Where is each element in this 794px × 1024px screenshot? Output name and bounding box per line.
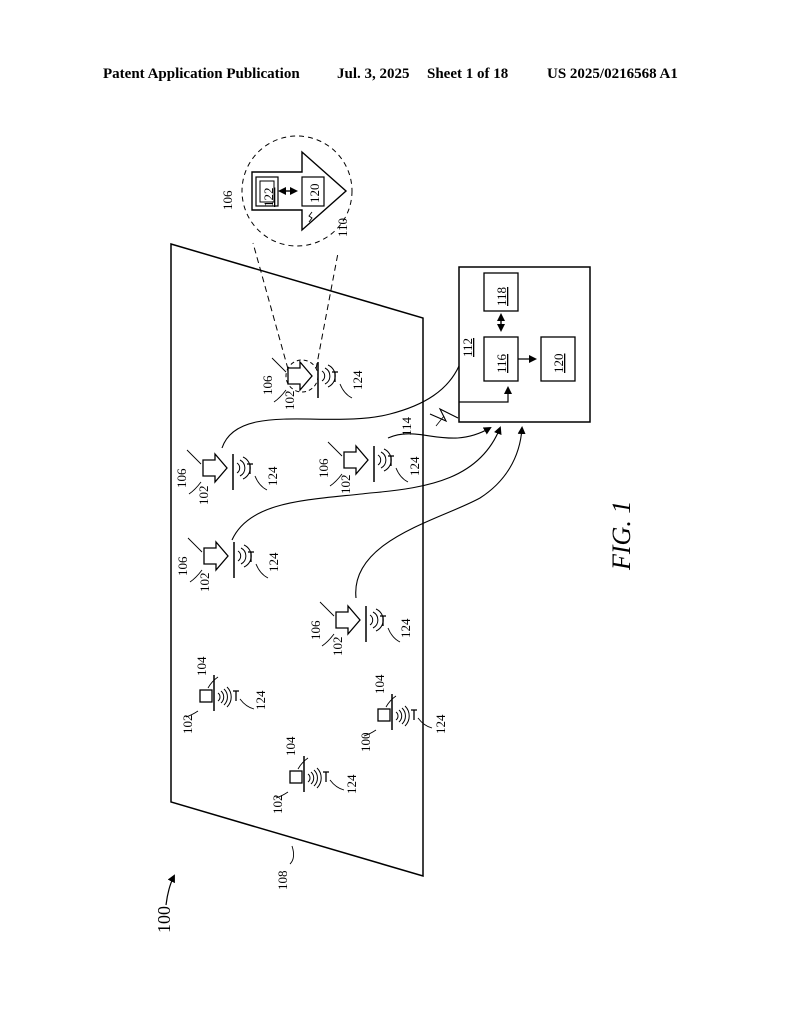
- figure-caption: FIG. 1: [607, 501, 636, 571]
- label-signal-124-c: 124: [266, 552, 281, 572]
- page-header: Patent Application Publication Jul. 3, 2…: [0, 66, 794, 88]
- label-node-102-b: 102: [338, 475, 353, 495]
- label-detail-110: 110: [335, 218, 350, 237]
- label-alt-node-100: 100: [358, 733, 373, 753]
- object-unit-right: [363, 693, 433, 737]
- label-signal-124-b: 124: [407, 456, 422, 476]
- object-unit-bottom: [275, 755, 345, 799]
- label-component-122: 122: [261, 188, 276, 208]
- label-object-104-b: 104: [372, 674, 387, 694]
- label-node-102-c: 102: [197, 573, 212, 593]
- label-link-114: 114: [399, 416, 414, 436]
- label-signal-124-top: 124: [350, 370, 365, 390]
- label-asset-106-detail: 106: [220, 190, 235, 210]
- monitored-area: [170, 242, 424, 878]
- label-asset-106-a: 106: [174, 468, 189, 488]
- label-asset-106-c: 106: [175, 556, 190, 576]
- object-unit-left: [185, 674, 255, 718]
- base-station-box: [458, 266, 591, 423]
- label-signal-124-g: 124: [344, 774, 359, 794]
- zoom-source-circle: [285, 359, 319, 393]
- header-number: US 2025/0216568 A1: [547, 66, 678, 82]
- label-object-104-a: 104: [194, 656, 209, 676]
- label-node-102-top: 102: [282, 391, 297, 411]
- label-signal-124-a: 124: [265, 466, 280, 486]
- zoom-detail-circle: [241, 135, 353, 247]
- label-signal-124-d: 124: [398, 618, 413, 638]
- label-asset-106-d: 106: [308, 620, 323, 640]
- header-sheet: Sheet 1 of 18: [427, 66, 509, 82]
- output-box: [540, 336, 576, 382]
- label-output-120-detail: 120: [307, 184, 322, 204]
- label-node-102-f: 102: [270, 795, 285, 815]
- label-object-104-c: 104: [283, 736, 298, 756]
- label-output-120: 120: [551, 354, 566, 374]
- label-area-108: 108: [275, 871, 290, 891]
- label-asset-106-b: 106: [316, 458, 331, 478]
- header-date: Jul. 3, 2025: [337, 66, 410, 82]
- memory-box: [483, 272, 519, 312]
- label-memory-118: 118: [494, 287, 509, 306]
- enlarged-asset-arrow: [251, 150, 348, 232]
- label-signal-124-f: 124: [433, 714, 448, 734]
- label-system-100: 100: [154, 906, 174, 933]
- label-node-102-d: 102: [330, 637, 345, 657]
- detail-output-box: [301, 176, 325, 207]
- label-node-102-e: 102: [180, 715, 195, 735]
- header-publication: Patent Application Publication: [103, 66, 300, 82]
- label-signal-124-e: 124: [253, 690, 268, 710]
- label-base-112: 112: [460, 338, 475, 357]
- label-node-102-a: 102: [196, 486, 211, 506]
- label-asset-106-top: 106: [260, 375, 275, 395]
- label-processor-116: 116: [494, 353, 509, 373]
